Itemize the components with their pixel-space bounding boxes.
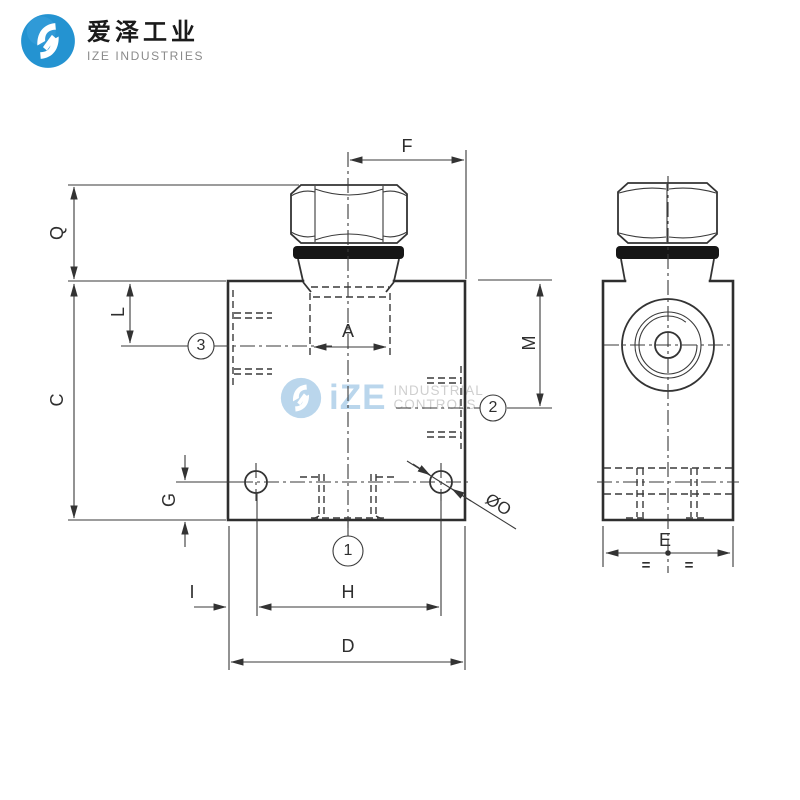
company-name-en: IZE INDUSTRIES (87, 48, 205, 63)
dim-label-I: I (189, 582, 195, 602)
equal-mark-left: = (641, 557, 651, 574)
equal-mark-right: = (684, 557, 694, 574)
oring-side (616, 246, 719, 259)
logo-mark-icon (21, 14, 75, 68)
oring-front (293, 246, 404, 259)
dim-label-A: A (341, 321, 354, 341)
watermark-brand: iZE (329, 378, 387, 417)
front-view (214, 152, 480, 528)
company-logo: 爱泽工业 IZE INDUSTRIES (20, 13, 204, 69)
dim-label-E: E (658, 530, 671, 550)
dim-label-Q: Q (47, 226, 67, 241)
company-name-cn: 爱泽工业 (87, 18, 199, 46)
port-balloon-3: 3 (196, 337, 206, 354)
dimension-lines (68, 150, 734, 670)
dim-label-F: F (401, 136, 413, 156)
dim-label-H: H (341, 582, 355, 602)
port-balloon-1: 1 (343, 542, 353, 559)
dim-label-D: D (341, 636, 355, 656)
dim-label-M: M (519, 335, 539, 351)
dim-label-L: L (108, 307, 128, 318)
watermark-logo-icon (280, 377, 322, 419)
side-view (597, 176, 739, 573)
dim-label-C: C (47, 393, 67, 407)
dim-label-G: G (159, 493, 179, 508)
port-balloon-2: 2 (488, 399, 498, 416)
